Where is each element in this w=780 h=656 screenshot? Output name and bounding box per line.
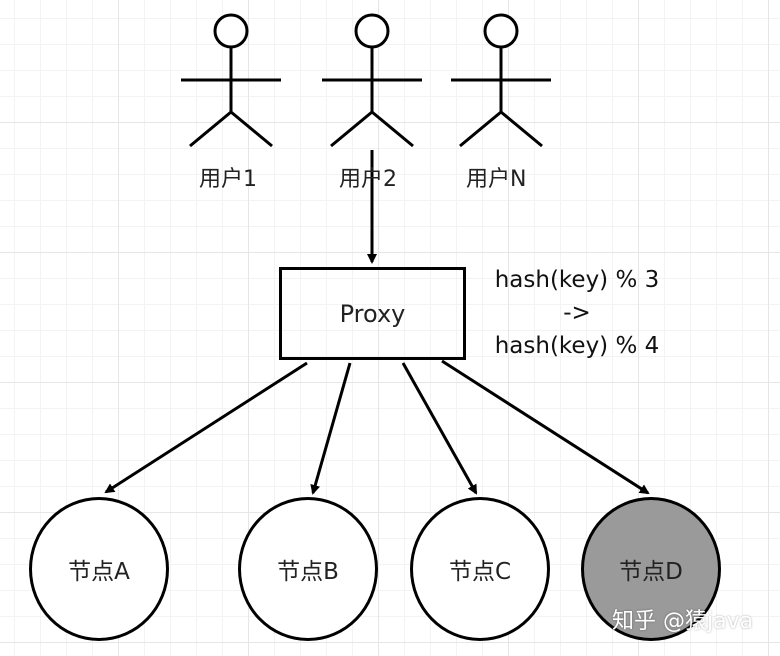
user-1-label: 用户1: [199, 167, 257, 192]
watermark: 知乎 @猿java: [612, 609, 754, 634]
user-2-figure: [322, 13, 422, 148]
proxy-box: Proxy: [279, 267, 466, 360]
node-c: 节点C: [410, 497, 550, 641]
node-a: 节点A: [29, 497, 169, 641]
user-n-figure: [451, 13, 551, 148]
arrow-proxy-to-node-c: [401, 362, 478, 495]
hash-arrow: ->: [563, 300, 591, 326]
node-d-label: 节点D: [619, 559, 683, 585]
arrow-proxy-to-node-b: [310, 362, 352, 495]
node-d: 节点D: [581, 497, 721, 641]
hash-annotation: hash(key) % 3 -> hash(key) % 4: [478, 264, 676, 363]
node-a-label: 节点A: [68, 559, 130, 585]
node-b: 节点B: [238, 497, 378, 641]
hash-line-1: hash(key) % 3: [494, 267, 660, 293]
node-c-label: 节点C: [448, 559, 512, 585]
hash-line-2: hash(key) % 4: [494, 333, 660, 359]
arrow-proxy-to-node-d: [441, 359, 650, 495]
node-b-label: 节点B: [277, 559, 339, 585]
user-n-label: 用户N: [466, 167, 527, 192]
user-1-figure: [181, 13, 281, 148]
proxy-label: Proxy: [339, 299, 406, 328]
user-2-label: 用户2: [339, 167, 397, 192]
arrow-proxy-to-node-a: [104, 361, 308, 494]
